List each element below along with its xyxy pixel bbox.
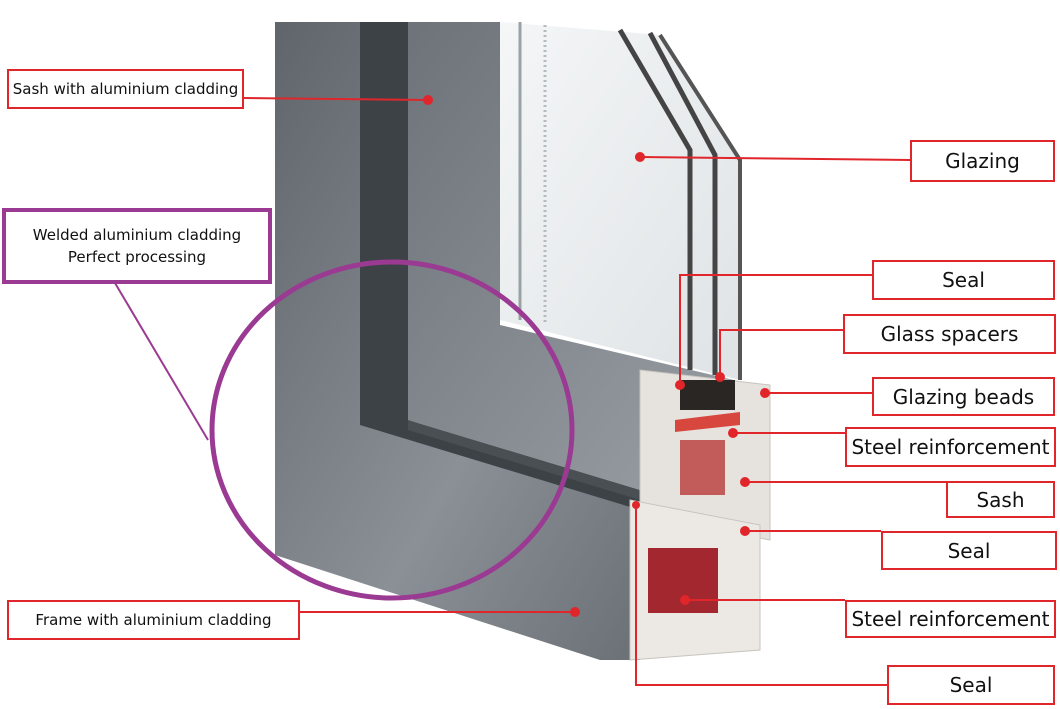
sash-bottom — [408, 420, 640, 500]
frame-inner-shadow — [360, 22, 640, 510]
welded-corner-highlight — [209, 259, 575, 601]
label-frame-cladding: Frame with aluminium cladding — [7, 600, 300, 640]
leader-lines — [243, 97, 946, 686]
label-sash: Sash — [946, 481, 1055, 518]
label-glass-spacers: Glass spacers — [843, 314, 1056, 354]
label-welded-line2: Perfect processing — [67, 248, 207, 266]
callout-dots — [423, 95, 770, 617]
label-glazing-beads: Glazing beads — [872, 377, 1055, 416]
label-steel-reinforcement-sash: Steel reinforcement — [845, 427, 1056, 467]
label-steel-reinforcement-frame: Steel reinforcement — [845, 600, 1056, 638]
label-welded-cladding: Welded aluminium cladding Perfect proces… — [2, 208, 272, 284]
label-glazing: Glazing — [910, 140, 1055, 182]
label-seal-frame: Seal — [887, 665, 1055, 705]
label-welded-line1: Welded aluminium cladding — [32, 226, 242, 244]
label-sash-cladding: Sash with aluminium cladding — [7, 69, 244, 109]
label-seal-sash: Seal — [881, 531, 1057, 570]
label-seal-glass: Seal — [872, 260, 1055, 300]
